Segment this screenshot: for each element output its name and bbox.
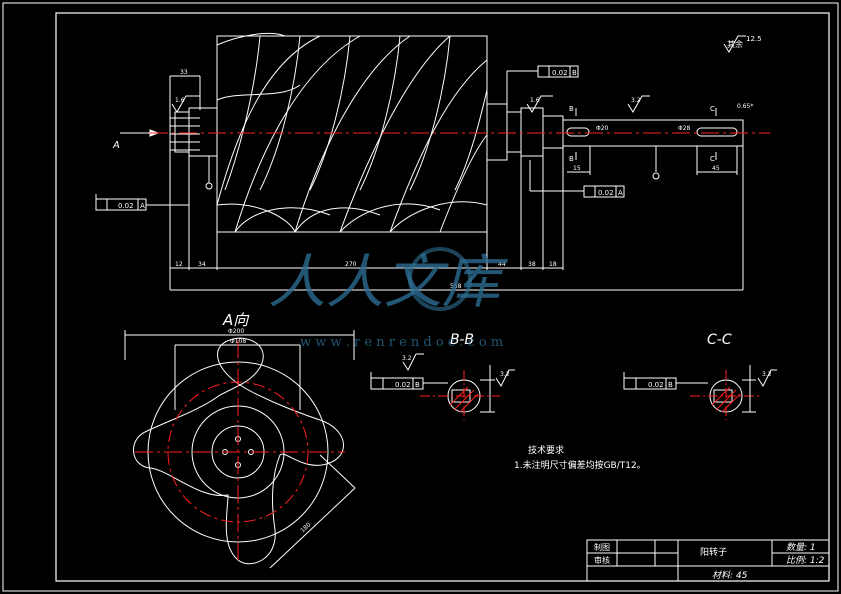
tol-left-value: 0.02 bbox=[118, 202, 134, 210]
rough-shaft-32: 3.2 bbox=[631, 97, 641, 104]
tb-part-name: 阳转子 bbox=[700, 546, 727, 558]
tol-right-value: 0.02 bbox=[598, 189, 614, 197]
tb-drawn: 制图 bbox=[594, 542, 610, 552]
rotor-main-view bbox=[95, 32, 746, 291]
dim-45: 45 bbox=[712, 165, 720, 172]
dim-38: 38 bbox=[528, 261, 536, 268]
dim-phi108: Φ108 bbox=[230, 338, 246, 345]
tb-checked: 审核 bbox=[594, 555, 610, 565]
tol-bb-datum: B bbox=[415, 381, 420, 389]
tol-cc-datum: B bbox=[668, 381, 673, 389]
roughness-other-value: 12.5 bbox=[746, 35, 762, 43]
tol-left-datum: A bbox=[140, 202, 145, 210]
tol-bb-value: 0.02 bbox=[395, 381, 411, 389]
dim-phi28: Φ28 bbox=[678, 125, 691, 132]
dim-44: 44 bbox=[498, 261, 506, 268]
section-cc-title: C-C bbox=[707, 332, 732, 348]
dim-270: 270 bbox=[345, 261, 357, 268]
dim-34: 34 bbox=[198, 261, 206, 268]
section-b-b bbox=[370, 353, 515, 420]
tol-top-datum: B bbox=[572, 69, 577, 77]
section-bb-title: B-B bbox=[450, 332, 474, 348]
notes-title: 技术要求 bbox=[528, 444, 564, 456]
roughness-other-label: 其余 bbox=[727, 39, 743, 49]
watermark: 人人文库 w w w . r e n r e n d o c . c o m bbox=[268, 247, 508, 350]
dim-phi20: Φ20 bbox=[596, 125, 609, 132]
dim-phi200: Φ200 bbox=[228, 328, 244, 335]
rough-bb-32: 3.2 bbox=[402, 355, 412, 362]
dim-12: 12 bbox=[175, 261, 183, 268]
section-b-mark-bottom: B bbox=[569, 155, 574, 163]
watermark-url: w w w . r e n r e n d o c . c o m bbox=[300, 335, 503, 350]
tol-top-value: 0.02 bbox=[552, 69, 568, 77]
rough-bb-right-32: 3.2 bbox=[500, 371, 510, 378]
watermark-brand: 人人文库 bbox=[268, 248, 508, 316]
rough-left-16: 1.6 bbox=[175, 97, 185, 104]
dim-33: 33 bbox=[180, 69, 188, 76]
end-view-a-centerlines bbox=[135, 340, 345, 560]
section-c-c bbox=[623, 365, 777, 420]
dim-558: 558 bbox=[450, 283, 462, 290]
section-c-mark-bottom: C bbox=[710, 155, 715, 163]
section-c-mark-top: C bbox=[710, 105, 715, 113]
end-view-a bbox=[124, 330, 356, 569]
rough-right-16: 1.6 bbox=[530, 97, 540, 104]
tol-right-datum: A bbox=[618, 189, 623, 197]
dim-15: 15 bbox=[573, 165, 581, 172]
dim-18: 18 bbox=[549, 261, 557, 268]
dim-180: 180 bbox=[299, 521, 312, 534]
view-a-title: A向 bbox=[222, 311, 250, 329]
tb-quantity: 数量: 1 bbox=[786, 542, 816, 553]
inner-frame bbox=[55, 12, 830, 582]
tb-scale: 比例: 1:2 bbox=[786, 555, 825, 566]
dim-chamfer: 0.65* bbox=[737, 103, 753, 110]
view-arrow-a-label: A bbox=[112, 140, 120, 151]
section-b-mark-top: B bbox=[569, 105, 574, 113]
tol-cc-value: 0.02 bbox=[648, 381, 664, 389]
notes-line-1: 1.未注明尺寸偏差均按GB/T12。 bbox=[514, 459, 646, 471]
title-block bbox=[586, 539, 830, 582]
rough-cc-32: 3.2 bbox=[762, 371, 772, 378]
tb-material: 材料: 45 bbox=[712, 570, 748, 581]
